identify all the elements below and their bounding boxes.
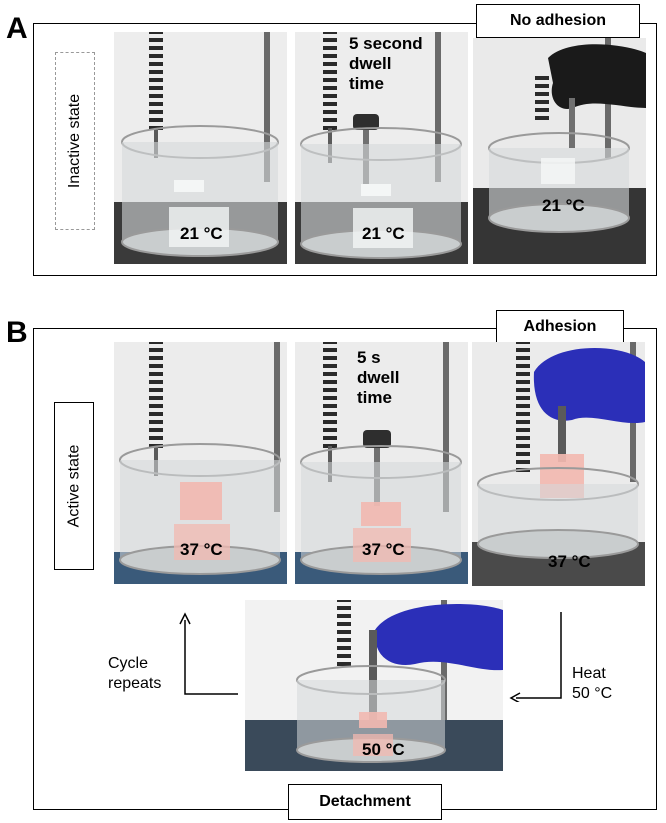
detachment-label: Detachment	[288, 784, 442, 820]
coil-spring	[516, 342, 530, 472]
photo-b2	[295, 342, 468, 584]
coil-spring	[149, 342, 163, 448]
photo-b4	[245, 600, 503, 771]
photo-a1	[114, 32, 287, 264]
heat-note: Heat 50 °C	[572, 665, 613, 702]
panel-b-letter: B	[6, 316, 28, 349]
photo-b1	[114, 342, 287, 584]
cycle-repeats-note: Cycle repeats	[108, 655, 162, 692]
photo-b3	[472, 342, 645, 586]
temp-b1: 37 °C	[180, 540, 223, 559]
dwell-caption-a: 5 second dwell time	[349, 34, 423, 93]
inactive-state-label: Inactive state	[55, 52, 95, 230]
coil-spring	[323, 342, 337, 448]
photo-a3	[473, 38, 646, 264]
dwell-caption-b: 5 s dwell time	[357, 348, 400, 407]
temp-a2: 21 °C	[362, 224, 405, 243]
coil-spring	[149, 32, 163, 130]
heat-arrow	[509, 612, 562, 702]
adhesion-label: Adhesion	[496, 310, 624, 344]
coil-spring	[323, 32, 337, 130]
temp-a1: 21 °C	[180, 224, 223, 243]
temp-b3: 37 °C	[548, 552, 591, 571]
panel-a-frame	[33, 23, 657, 276]
temp-b4: 50 °C	[362, 740, 405, 759]
cycle-arrow	[179, 612, 238, 695]
panel-a-letter: A	[6, 12, 28, 45]
active-state-label: Active state	[54, 402, 94, 570]
temp-b2: 37 °C	[362, 540, 405, 559]
temp-a3: 21 °C	[542, 196, 585, 215]
no-adhesion-label: No adhesion	[476, 4, 640, 38]
coil-spring	[535, 76, 549, 120]
photo-a2	[295, 32, 468, 264]
coil-spring	[337, 600, 351, 666]
